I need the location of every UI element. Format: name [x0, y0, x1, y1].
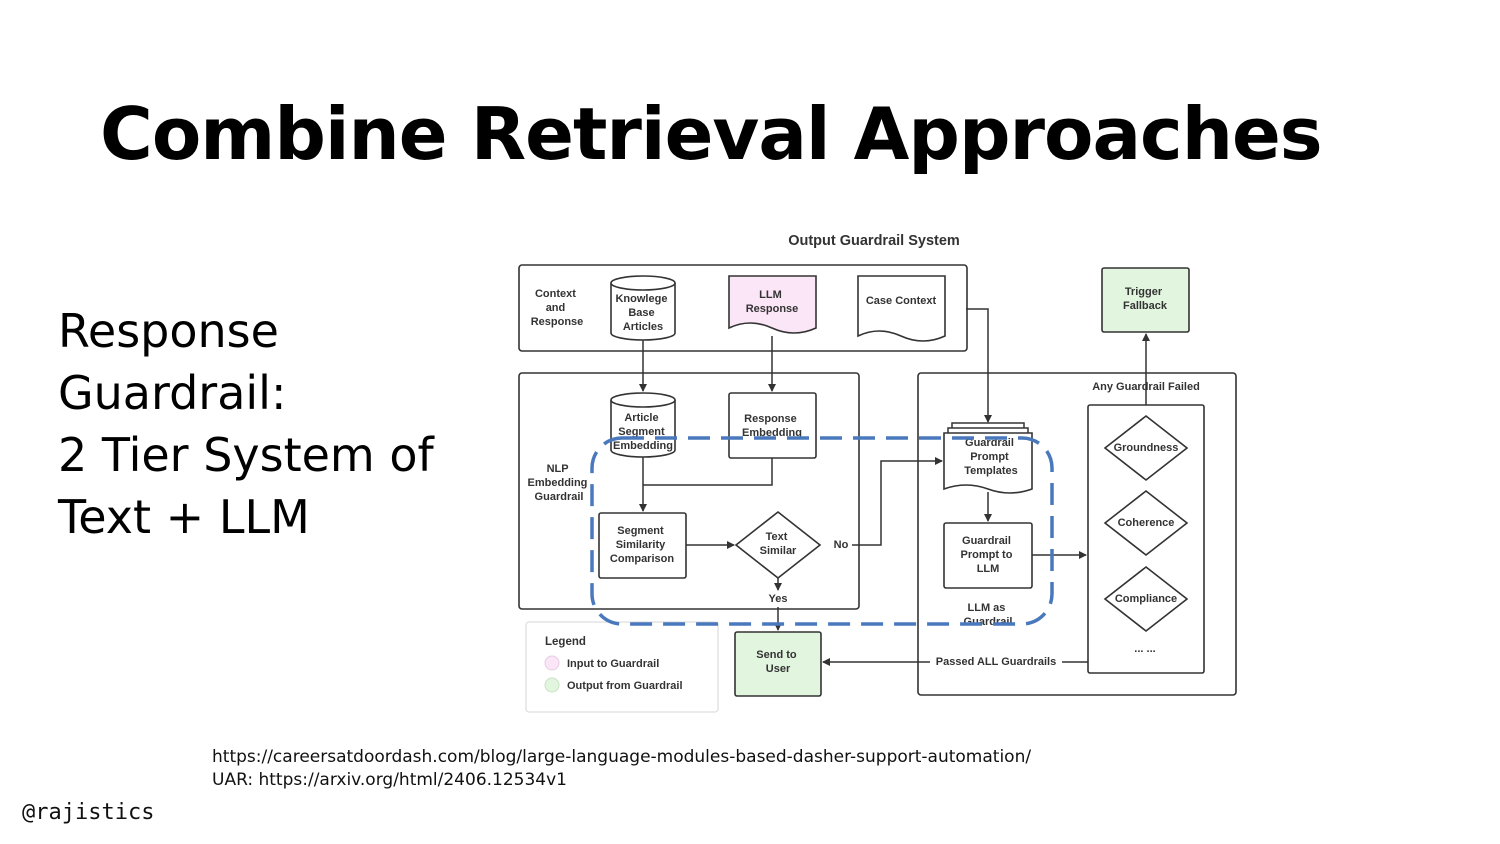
context-label: Context and Response: [531, 288, 584, 328]
no-label: No: [834, 539, 849, 551]
llm-response-document: [728, 275, 817, 334]
context-panel: [518, 264, 968, 352]
case-context-document: [857, 275, 946, 342]
arrow-case-context-to-templates: [966, 308, 992, 423]
knowledge-base-label: Knowlege Base Articles: [615, 293, 670, 333]
side-line-2: Guardrail:: [58, 366, 287, 420]
side-line-3: 2 Tier System of: [58, 428, 434, 482]
trigger-fallback-label: Trigger Fallback: [1123, 286, 1168, 312]
slide-title: Combine Retrieval Approaches: [100, 92, 1323, 176]
nlp-guardrail-label: NLP Embedding Guardrail: [528, 463, 591, 503]
author-handle: @rajistics: [22, 800, 155, 825]
compliance-diamond: [1103, 565, 1189, 633]
coherence-label: Coherence: [1118, 517, 1175, 529]
llm-response-label: LLM Response: [746, 289, 799, 315]
reference-link-2[interactable]: UAR: https://arxiv.org/html/2406.12534v1: [212, 770, 567, 790]
legend-input-swatch: [544, 655, 560, 671]
groundness-diamond: [1103, 414, 1189, 482]
legend-output-swatch: [544, 677, 560, 693]
response-embedding-label: Response Embedding: [742, 413, 802, 439]
yes-label: Yes: [769, 593, 788, 605]
knowledge-base-cylinder-icon: [610, 275, 676, 341]
send-to-user-label: Send to User: [756, 649, 799, 675]
groundness-label: Groundness: [1114, 442, 1179, 454]
side-line-1: Response: [58, 304, 279, 358]
case-context-label: Case Context: [866, 295, 937, 307]
send-to-user-box: [734, 631, 822, 697]
trigger-fallback-box: [1101, 267, 1190, 333]
article-segment-label: Article Segment Embedding: [613, 412, 673, 452]
legend-output-label: Output from Guardrail: [567, 680, 683, 692]
text-similar-label: Text Similar: [760, 531, 797, 557]
response-embedding-box: [728, 392, 817, 459]
highlight-dashed-region: [590, 436, 1054, 626]
coherence-diamond: [1103, 489, 1189, 557]
references: https://careersatdoordash.com/blog/large…: [212, 746, 1031, 792]
segment-similarity-label: Segment Similarity Comparison: [610, 525, 674, 565]
legend-box: [525, 621, 719, 713]
side-line-4: Text + LLM: [58, 490, 310, 544]
line-response-embedding-merge: [643, 458, 773, 486]
side-caption: Response Guardrail: 2 Tier System of Tex…: [58, 300, 498, 548]
legend-title: Legend: [545, 636, 586, 648]
legend-input-label: Input to Guardrail: [567, 658, 659, 670]
connectors: [639, 308, 1150, 666]
arrow-no-to-templates: [852, 457, 943, 546]
article-segment-cylinder-icon: [610, 392, 676, 458]
prompt-templates-label: Guardrail Prompt Templates: [964, 437, 1018, 477]
reference-link-1[interactable]: https://careersatdoordash.com/blog/large…: [212, 747, 1032, 767]
diagram-title: Output Guardrail System: [788, 233, 960, 249]
nlp-guardrail-panel: [518, 372, 860, 610]
compliance-label: Compliance: [1115, 593, 1177, 605]
passed-all-label: Passed ALL Guardrails: [936, 656, 1056, 668]
more-checks-ellipsis: ... ...: [1134, 643, 1155, 655]
guardrail-prompt-label: Guardrail Prompt to LLM: [960, 535, 1015, 575]
llm-guardrail-panel: [917, 372, 1237, 696]
